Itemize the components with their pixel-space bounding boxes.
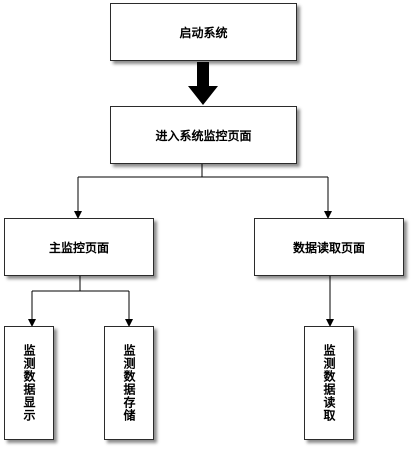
thick-arrow-start-to-monitor xyxy=(188,62,218,105)
main-monitor-page-label: 主监控页面 xyxy=(48,240,109,255)
data-read-label: 监测数据读取 xyxy=(322,344,336,422)
start-system-label: 启动系统 xyxy=(179,25,228,40)
data-storage-node: 监测数据存储 xyxy=(104,326,154,440)
data-display-node: 监测数据显示 xyxy=(4,326,54,440)
monitor-page-label: 进入系统监控页面 xyxy=(155,128,252,143)
data-storage-label: 监测数据存储 xyxy=(122,344,136,422)
monitor-page-node: 进入系统监控页面 xyxy=(110,106,297,164)
start-system-node: 启动系统 xyxy=(110,3,297,61)
data-read-page-node: 数据读取页面 xyxy=(254,218,404,276)
data-read-page-label: 数据读取页面 xyxy=(292,240,365,255)
data-read-node: 监测数据读取 xyxy=(304,326,354,440)
data-display-label: 监测数据显示 xyxy=(22,344,36,422)
main-monitor-page-node: 主监控页面 xyxy=(4,218,154,276)
